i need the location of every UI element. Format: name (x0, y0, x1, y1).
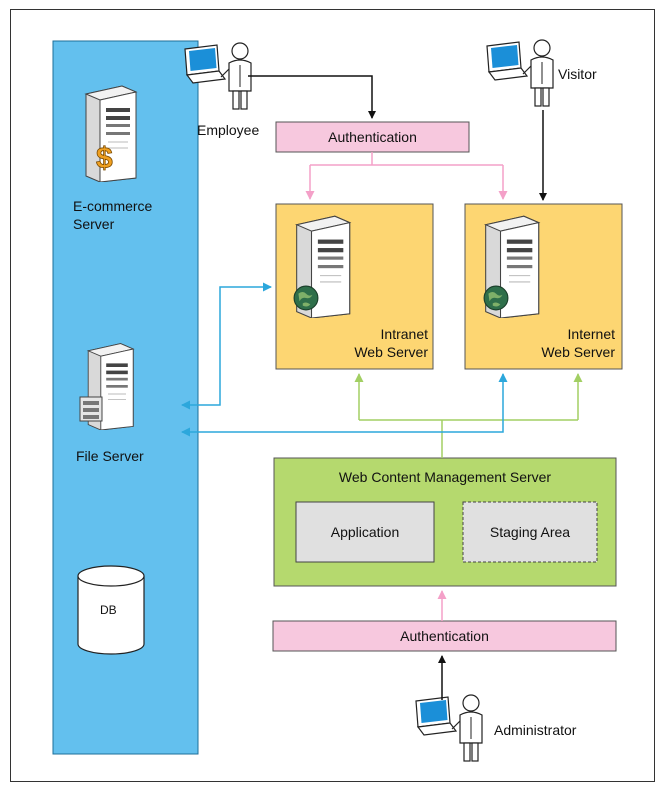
file-server-icon (79, 343, 134, 430)
auth-top-label: Authentication (328, 129, 417, 145)
wcm-title: Web Content Management Server (338, 469, 552, 485)
svg-text:$: $ (96, 142, 113, 175)
administrator-laptop-icon (415, 694, 483, 762)
ecommerce-server-label: E-commerce Server (73, 198, 153, 232)
auth-bottom-label: Authentication (400, 628, 489, 644)
application-label: Application (330, 524, 400, 540)
ecommerce-server-icon: $ (85, 85, 137, 182)
visitor-laptop-icon (486, 39, 554, 107)
application-box (295, 501, 435, 563)
visitor-label: Visitor (558, 66, 597, 82)
globe-icon (483, 285, 509, 311)
internet-fileserver-arrow (181, 373, 508, 437)
wcm-to-servers-arrows (354, 373, 583, 458)
db-label: DB (100, 603, 117, 617)
globe-icon (293, 285, 319, 311)
employee-label: Employee (197, 122, 260, 138)
auth-box-bottom (272, 620, 617, 652)
auth-to-servers-arrows (305, 152, 508, 200)
staging-area-label: Staging Area (489, 524, 571, 540)
internet-server-label: Internet Web Server (541, 326, 615, 360)
db-cylinder-icon (77, 565, 145, 655)
staging-area-box (462, 501, 598, 563)
employee-to-auth-arrow (248, 75, 376, 119)
administrator-label: Administrator (494, 722, 577, 738)
file-server-label: File Server (76, 448, 144, 464)
intranet-server-label: Intranet Web Server (354, 326, 428, 360)
